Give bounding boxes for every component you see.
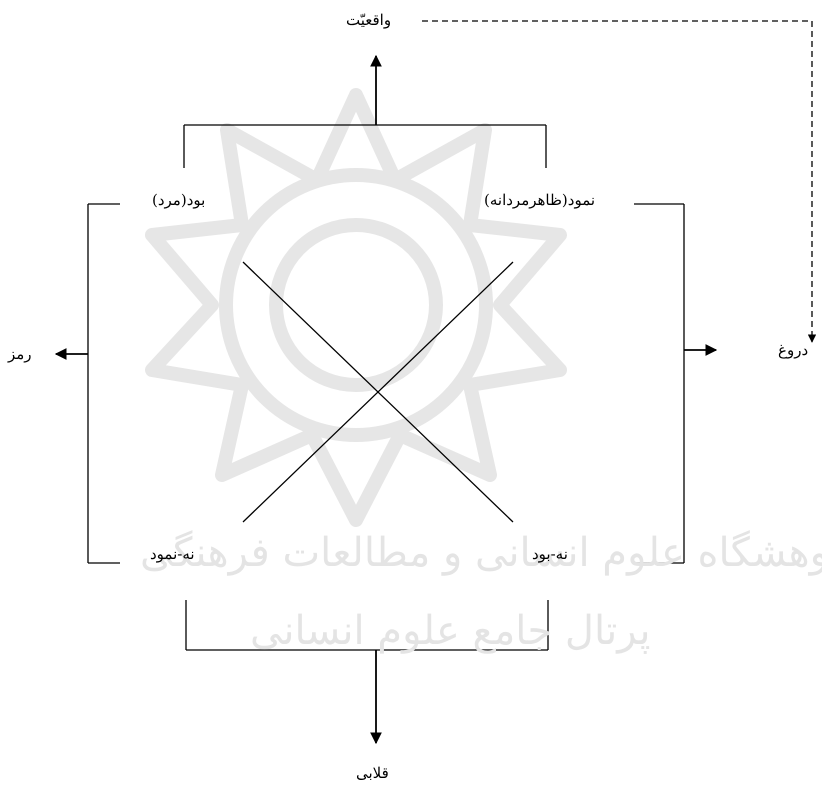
label-lie: دروغ	[778, 341, 809, 359]
right-bracket	[634, 203, 685, 564]
label-non-appearance: نه-نمود	[150, 545, 195, 563]
label-non-being: نه-بود	[532, 545, 568, 563]
label-symbol: رمز	[8, 345, 32, 363]
diagonal-cross	[242, 261, 514, 523]
watermark-text-line2: پرتال جامع علوم انسانی	[250, 608, 651, 654]
label-being-man: بود(مرد)	[152, 191, 206, 209]
label-reality: واقعیّت	[346, 11, 392, 29]
left-bracket	[87, 203, 120, 564]
bottom-bracket	[185, 600, 549, 651]
watermark-emblem	[145, 88, 567, 527]
watermark-text-line1: پژوهشگاه علوم انسانی و مطالعات فرهنگی	[140, 530, 822, 576]
label-fake: قلابی	[356, 764, 389, 782]
label-appearance-manly: نمود(ظاهرمردانه)	[484, 191, 596, 209]
top-bracket	[183, 124, 547, 168]
